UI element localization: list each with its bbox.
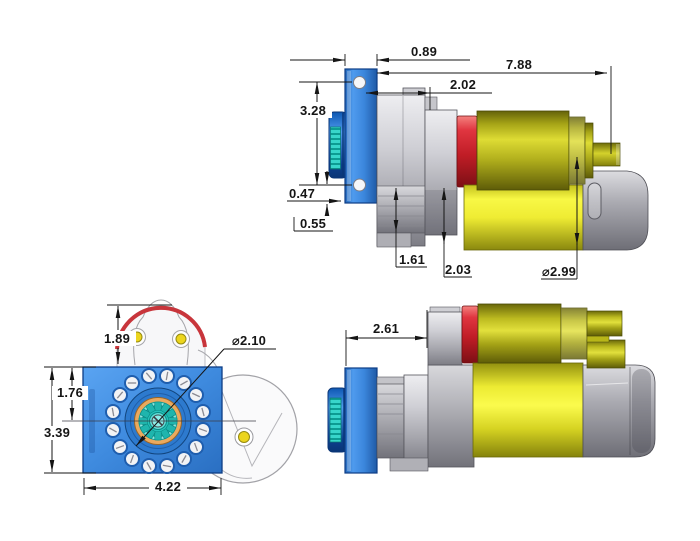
dim-face-to-solenoid: 2.61 — [373, 321, 399, 336]
dim-housing-height: 2.03 — [445, 262, 471, 277]
dim-plate-thickness: 0.89 — [411, 44, 437, 59]
view-top: 2.61 — [327, 303, 656, 474]
front-view-dimensions: 1.89 ⌀2.10 1.76 3.39 4.22 — [39, 304, 276, 495]
solenoid-collar-top — [427, 311, 463, 366]
pinion-gear-side — [330, 126, 341, 170]
dim-cap-height: 1.89 — [104, 331, 130, 346]
label-mask — [52, 386, 88, 400]
bolt-hole — [124, 451, 140, 467]
mount-hole-top — [353, 76, 366, 89]
top-view-dimensions: 2.61 — [345, 310, 428, 366]
dim-plate-height: 3.39 — [44, 425, 70, 440]
label-mask — [294, 102, 332, 118]
side-view-dimensions: 0.89 7.88 2.02 3.28 0.47 0.55 1.61 2.03 … — [287, 44, 612, 280]
housing-ribbed-block — [376, 185, 426, 234]
bolt-hole — [176, 375, 192, 391]
bolt-circle — [105, 368, 211, 474]
mount-hole-bottom — [353, 178, 366, 192]
bolt-hole — [112, 439, 128, 455]
solenoid-red-band-top — [461, 305, 479, 364]
collar-step — [424, 96, 438, 112]
pinion-gear-top — [329, 397, 342, 443]
bolt-hole — [105, 404, 121, 420]
motor-body-side — [463, 184, 584, 251]
solenoid-shaft — [592, 142, 621, 167]
collar-shadow — [425, 190, 457, 235]
solenoid-step-top — [560, 307, 588, 360]
dim-gear-housing-length: 2.02 — [450, 77, 476, 92]
cap-dark-band — [632, 369, 651, 453]
motor-front-housing — [427, 364, 475, 468]
cap-inner-contour — [133, 299, 189, 366]
cap-bolt-right — [175, 333, 187, 345]
shaft-lower-tier — [586, 339, 626, 369]
motor-end-detail-lines — [220, 388, 283, 468]
dim-mount-hole-spacing: 3.28 — [300, 103, 326, 118]
dim-step-height: 1.61 — [399, 252, 425, 267]
motor-end-cap-side — [582, 170, 649, 251]
bolt-hole — [141, 458, 157, 474]
bolt-hole — [159, 368, 175, 384]
bolt-hole — [112, 387, 128, 403]
solenoid-end-disc — [584, 122, 594, 179]
label-mask — [149, 479, 187, 493]
housing-mid-block — [403, 374, 429, 466]
motor-collar — [424, 109, 458, 236]
solenoid-red-band-side — [456, 115, 478, 188]
end-bolt — [238, 431, 250, 443]
mount-plate-top — [344, 367, 378, 474]
label-mask — [100, 331, 136, 346]
dim-edge-offset: 0.55 — [300, 216, 326, 231]
motor-end-cap-top — [582, 364, 656, 458]
housing-bottom-step-top — [389, 457, 429, 472]
plate-highlight — [347, 71, 351, 201]
housing-ribs-top — [378, 393, 403, 445]
view-front: 1.89 ⌀2.10 1.76 3.39 4.22 — [39, 299, 298, 495]
bolt-hole — [105, 422, 121, 438]
bolt-hole — [188, 439, 204, 455]
dim-overall-length: 7.88 — [506, 57, 532, 72]
bolt-hole — [195, 422, 211, 438]
dim-center-to-top: 1.76 — [57, 385, 83, 400]
bolt-hole — [124, 375, 140, 391]
plate-highlight-top — [347, 370, 351, 471]
cap-highlight-line — [585, 382, 629, 386]
housing-bottom-step — [376, 232, 412, 248]
dim-hole-to-edge: 0.47 — [289, 186, 315, 201]
bolt-hole — [188, 387, 204, 403]
solenoid-step-highlight — [569, 117, 585, 184]
shaft-upper-tier — [586, 310, 623, 337]
solenoid-body-side — [476, 110, 570, 191]
dim-plate-width: 4.22 — [155, 479, 181, 494]
solenoid-step-highlight-top — [561, 308, 587, 359]
label-mask — [39, 426, 75, 440]
bolt-hole — [176, 451, 192, 467]
motor-end-detail-arc — [221, 469, 253, 479]
housing-ribs — [378, 195, 424, 227]
dim-pilot-bore-diameter: ⌀2.10 — [232, 333, 266, 348]
bolt-hole — [159, 458, 175, 474]
dim-motor-diameter: ⌀2.99 — [542, 264, 576, 279]
bolt-hole — [195, 404, 211, 420]
view-side: 0.89 7.88 2.02 3.28 0.47 0.55 1.61 2.03 … — [287, 44, 649, 280]
housing-ribbed-top — [376, 383, 405, 459]
shaft-tip-highlight — [616, 144, 620, 165]
solenoid-body-top — [477, 303, 562, 364]
bolt-hole — [141, 368, 157, 384]
end-cap-slot — [587, 182, 602, 220]
motor-body-top — [472, 362, 584, 458]
